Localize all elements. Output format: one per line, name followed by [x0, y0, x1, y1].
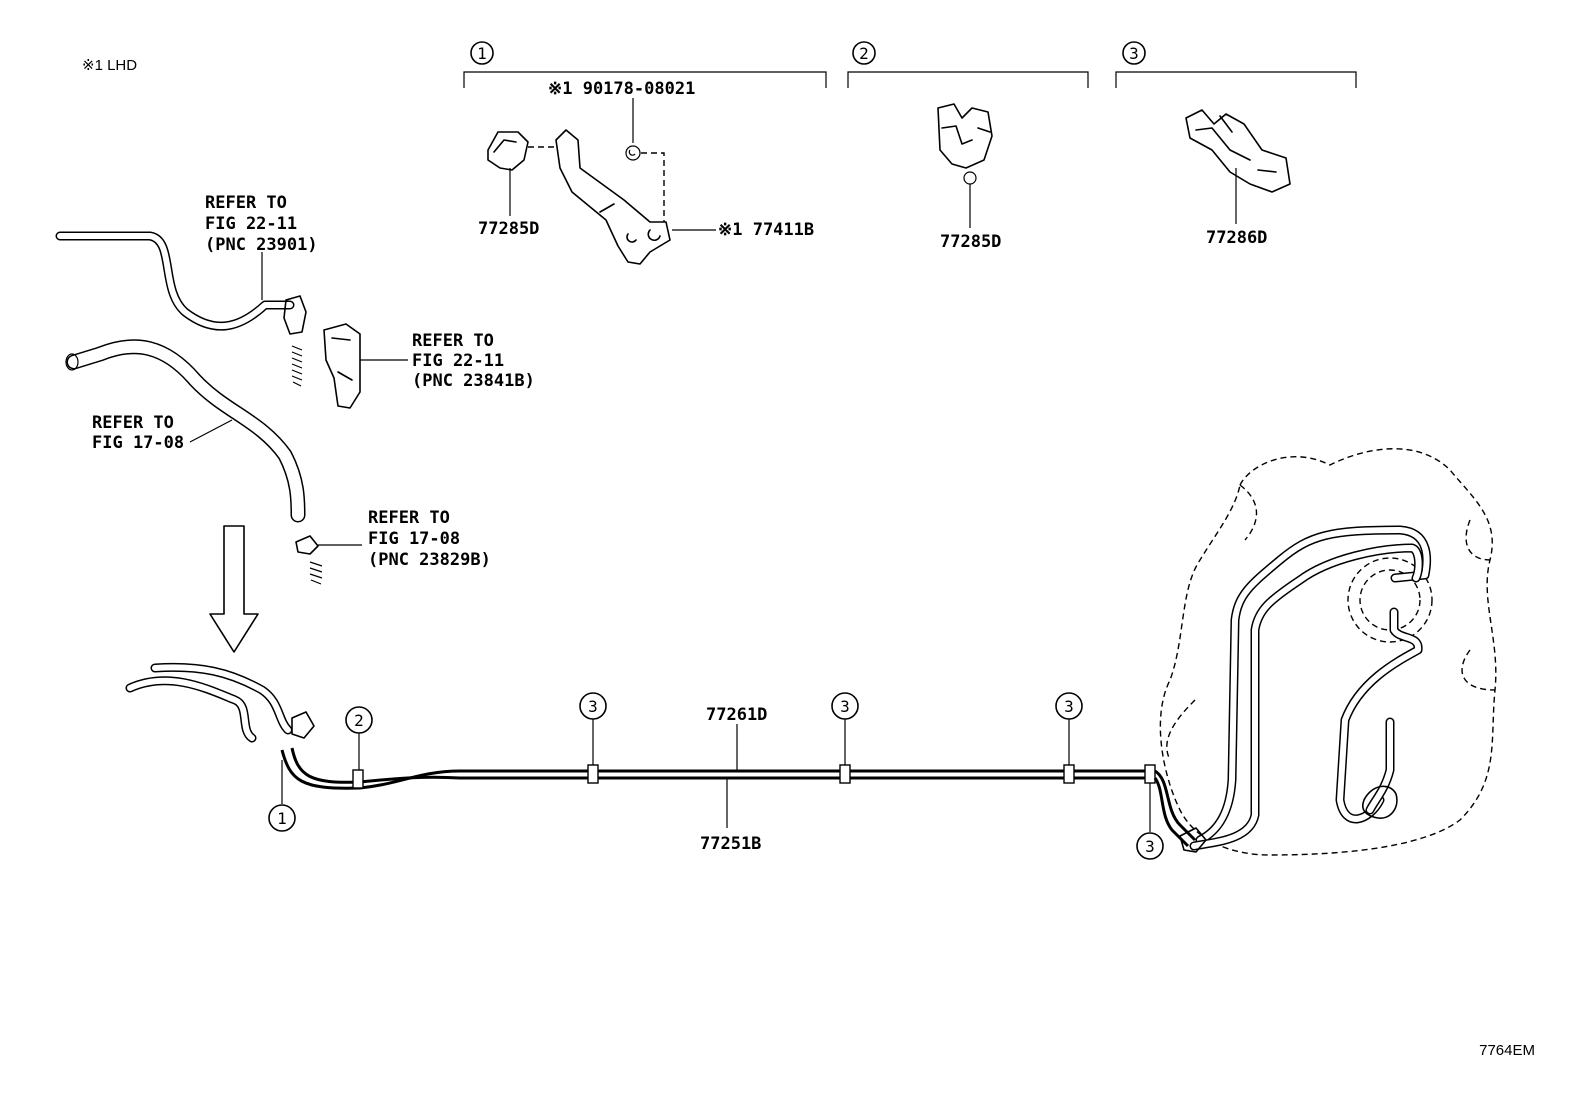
valve-part-detail [331, 337, 353, 381]
inset-bracket [847, 71, 1089, 88]
inset-bracket [1115, 71, 1357, 88]
tank-contour [1166, 484, 1496, 761]
refer-label-line2: FIG 17-08 [92, 433, 184, 453]
tube-end [1154, 769, 1197, 842]
diagram-code: 7764EM [1479, 1042, 1535, 1059]
callout-number: 2 [859, 44, 869, 63]
callout-number: 3 [1145, 837, 1155, 856]
part-label-77286D: 77286D [1206, 228, 1267, 248]
clamp-part [1185, 109, 1291, 193]
tube-end [1153, 777, 1190, 848]
tube-clamp [352, 769, 364, 789]
main-tube-run: 1 2 3 3 3 3 77261D 77251B [125, 662, 1197, 860]
fuel-tank [1159, 448, 1497, 856]
connector-part [283, 295, 307, 335]
part-label-77251B: 77251B [700, 834, 761, 854]
callout-circle [470, 41, 494, 65]
spring-part [309, 561, 323, 585]
refer-label-line3: (PNC 23901) [205, 235, 318, 255]
pump-ring [1347, 557, 1433, 643]
refer-label-line2: FIG 22-11 [205, 214, 297, 234]
inset-3: 3 77286D [1115, 41, 1357, 248]
fitting-part [295, 535, 319, 555]
inset-1: 1 ※1 90178-08021 77285D ※1 77411B [463, 41, 827, 265]
part-label-90178-08021: ※1 90178-08021 [548, 79, 695, 99]
lower-hose-assembly: REFER TO FIG 17-08 REFER TO FIG 17-08 (P… [65, 339, 491, 585]
pump-ring-inner [1359, 569, 1421, 631]
refer-label-line3: (PNC 23829B) [368, 550, 491, 570]
part-label-77285D: 77285D [940, 232, 1001, 252]
inset-2: 2 77285D [847, 41, 1089, 252]
tube-77261D [280, 749, 1150, 790]
callout-number: 3 [1064, 697, 1074, 716]
refer-label-line2: FIG 17-08 [368, 529, 460, 549]
down-arrow-icon [209, 525, 259, 653]
bracket-part-detail [599, 203, 661, 243]
part-label-77411B: ※1 77411B [718, 220, 814, 240]
refer-label-line1: REFER TO [412, 331, 494, 351]
callout-circle [852, 41, 876, 65]
clip-pin [963, 171, 977, 185]
callout-number: 1 [277, 809, 287, 828]
refer-label-line3: (PNC 23841B) [412, 371, 535, 391]
tank-connector [1179, 827, 1207, 853]
callout-number: 3 [1129, 44, 1139, 63]
callout-number: 3 [840, 697, 850, 716]
tube-77251B [290, 747, 1150, 784]
callout-number: 3 [588, 697, 598, 716]
bracket-part [555, 129, 671, 265]
callout-circle [268, 804, 296, 832]
upper-hose-assembly: REFER TO FIG 22-11 (PNC 23901) REFER TO … [55, 193, 535, 409]
refer-label-line1: REFER TO [92, 413, 174, 433]
connector-part [291, 711, 315, 739]
tube-clamp [1063, 764, 1075, 784]
clamp-part-detail [493, 139, 517, 153]
part-label-77285D: 77285D [478, 219, 539, 239]
clamp-part [937, 103, 993, 169]
part-label-77261D: 77261D [706, 705, 767, 725]
tube-clamp [839, 764, 851, 784]
tube-clamp [587, 764, 599, 784]
refer-label-line2: FIG 22-11 [412, 351, 504, 371]
callout-number: 2 [354, 711, 364, 730]
tube-clamp [1144, 764, 1156, 784]
valve-part [323, 323, 361, 409]
spring-part [291, 345, 303, 387]
leader-line [189, 419, 233, 443]
nut-part-detail [628, 149, 636, 156]
clamp-part-detail [941, 125, 991, 145]
callout-number: 1 [477, 44, 487, 63]
callout-circle [1122, 41, 1146, 65]
inset-bracket [463, 71, 827, 88]
clamp-part-detail [1195, 115, 1277, 173]
refer-label-line1: REFER TO [205, 193, 287, 213]
tank-outline [1159, 448, 1497, 856]
dashed-guide [641, 152, 665, 222]
refer-label-line1: REFER TO [368, 508, 450, 528]
callout-circle [1136, 832, 1164, 860]
tank-fitting [1362, 785, 1398, 819]
filler-hose [125, 676, 257, 743]
nut-part [625, 145, 641, 161]
hose-end [65, 353, 79, 371]
lhd-note: ※1 LHD [82, 57, 137, 74]
clamp-part [487, 131, 529, 171]
